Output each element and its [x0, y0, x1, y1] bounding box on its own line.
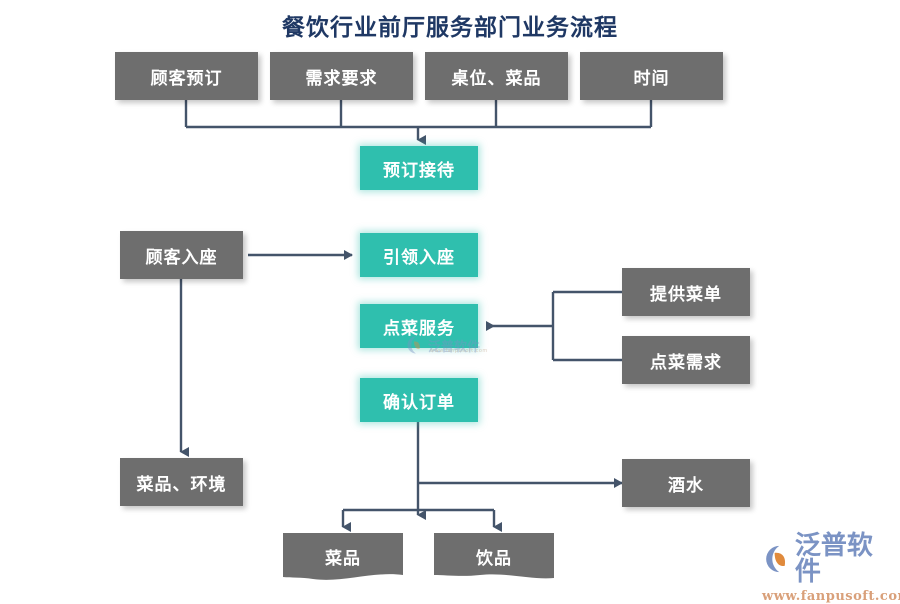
node-table-and-dishes[interactable]: 桌位、菜品 — [425, 52, 568, 100]
node-customer-seated[interactable]: 顾客入座 — [120, 231, 243, 279]
node-label: 确认订单 — [383, 392, 455, 413]
node-demand-requirement[interactable]: 需求要求 — [270, 52, 413, 100]
node-drinks[interactable]: 酒水 — [622, 459, 750, 507]
node-label: 需求要求 — [305, 68, 378, 89]
node-customer-reservation[interactable]: 顾客预订 — [115, 52, 258, 100]
node-label: 顾客入座 — [145, 247, 218, 268]
node-reservation-reception[interactable]: 预订接待 — [360, 146, 478, 190]
node-dishes-and-environment[interactable]: 菜品、环境 — [120, 458, 243, 506]
node-label: 饮品 — [476, 548, 512, 569]
node-label: 菜品 — [325, 548, 361, 569]
logo-url: www.fanpusoft.com — [762, 589, 900, 604]
node-dish[interactable]: 菜品 — [283, 533, 403, 583]
node-time[interactable]: 时间 — [580, 52, 723, 100]
node-label: 引领入座 — [383, 247, 455, 268]
node-beverage[interactable]: 饮品 — [434, 533, 554, 583]
node-label: 预订接待 — [383, 160, 455, 181]
watermark-url: www.fanpusoft.com — [430, 348, 488, 354]
node-label: 提供菜单 — [650, 284, 722, 305]
node-confirm-order[interactable]: 确认订单 — [360, 378, 478, 422]
logo-row: 泛普软件 — [760, 533, 895, 585]
fanpu-logo-icon — [766, 545, 786, 573]
torn-paper-shape — [283, 533, 403, 580]
node-label: 时间 — [633, 68, 670, 89]
node-label: 菜品、环境 — [136, 474, 227, 495]
node-label: 酒水 — [668, 475, 704, 496]
node-label: 点菜需求 — [650, 352, 722, 373]
node-guide-to-seat[interactable]: 引领入座 — [360, 233, 478, 277]
fanpu-logo: 泛普软件 www.fanpusoft.com — [760, 533, 900, 604]
node-ordering-demand[interactable]: 点菜需求 — [622, 336, 750, 384]
logo-name: 泛普软件 — [794, 531, 873, 587]
node-provide-menu[interactable]: 提供菜单 — [622, 268, 750, 316]
page-title: 餐饮行业前厅服务部门业务流程 — [282, 14, 618, 41]
node-label: 桌位、菜品 — [451, 68, 542, 89]
node-label: 顾客预订 — [150, 68, 223, 89]
node-label: 点菜服务 — [383, 318, 455, 339]
node-ordering-service[interactable]: 点菜服务 — [360, 304, 478, 348]
torn-paper-shape — [434, 533, 554, 579]
